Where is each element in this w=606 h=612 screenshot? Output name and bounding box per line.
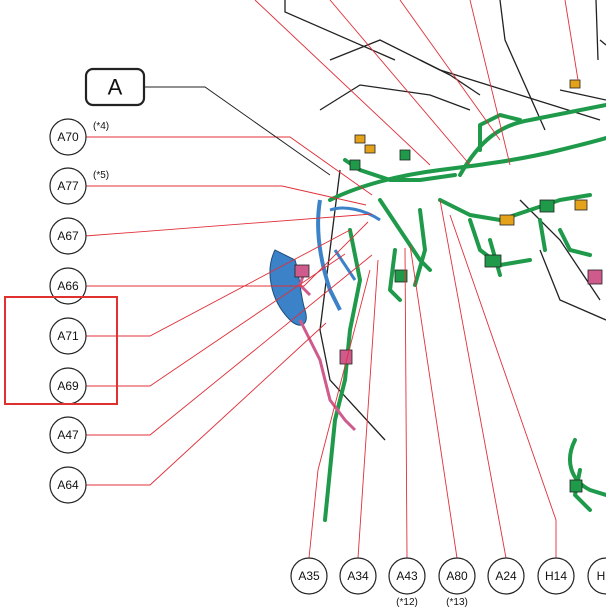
connector-note: (*13) (446, 597, 468, 607)
connector-label: A67 (57, 229, 79, 243)
connector-A35[interactable]: A35 (290, 557, 328, 595)
connector-label: A71 (57, 329, 79, 343)
connector-A70[interactable]: A70 (*4) (49, 118, 109, 156)
connector-label: A35 (298, 569, 320, 583)
highlight-box (4, 296, 118, 405)
connector-A69[interactable]: A69 (49, 367, 87, 405)
green-harness (323, 103, 606, 522)
connector-A24[interactable]: A24 (487, 557, 525, 595)
connector-H14[interactable]: H14 (537, 557, 575, 595)
connector-label: A69 (57, 379, 79, 393)
connector-label: A43 (396, 569, 418, 583)
leader-lines-left (84, 136, 373, 486)
connector-label: A77 (57, 179, 79, 193)
leader-lines-top (254, 0, 579, 166)
connector-label: A64 (57, 478, 79, 492)
connector-label: A34 (347, 569, 369, 583)
connector-label: A24 (495, 569, 517, 583)
connector-label: H14 (545, 569, 567, 583)
connector-A71[interactable]: A71 (49, 317, 87, 355)
connector-label: A47 (57, 428, 79, 442)
connector-A77[interactable]: A77 (*5) (49, 167, 109, 205)
connector-A47[interactable]: A47 (49, 416, 87, 454)
callout-a-label: A (108, 75, 123, 100)
connector-note: (*4) (93, 121, 109, 132)
connector-circles-left: A70 (*4) A77 (*5) A67 A66 A71 A69 A47 (49, 118, 109, 504)
callout-a-leader (144, 86, 331, 176)
connector-H-partial[interactable]: H (587, 557, 606, 595)
connector-A80[interactable]: A80 (*13) (438, 557, 476, 608)
connector-A34[interactable]: A34 (339, 557, 377, 595)
connector-A67[interactable]: A67 (49, 217, 87, 255)
connector-label: A66 (57, 279, 79, 293)
connector-label: A70 (57, 130, 79, 144)
body-outline (284, 0, 606, 441)
leader-lines-bottom (308, 199, 557, 559)
connector-circles-bottom: A35 A34 A43 (*12) A80 (*13) A24 H14 H (290, 557, 606, 608)
connector-blocks (294, 79, 603, 493)
connector-A64[interactable]: A64 (49, 466, 87, 504)
connector-note: (*12) (396, 597, 418, 607)
callout-a: A (84, 67, 146, 107)
connector-label: H (597, 569, 606, 583)
blue-harness (269, 199, 381, 326)
connector-A43[interactable]: A43 (*12) (388, 557, 426, 608)
connector-A66[interactable]: A66 (49, 267, 87, 305)
connector-note: (*5) (93, 170, 109, 181)
connector-label: A80 (446, 569, 468, 583)
